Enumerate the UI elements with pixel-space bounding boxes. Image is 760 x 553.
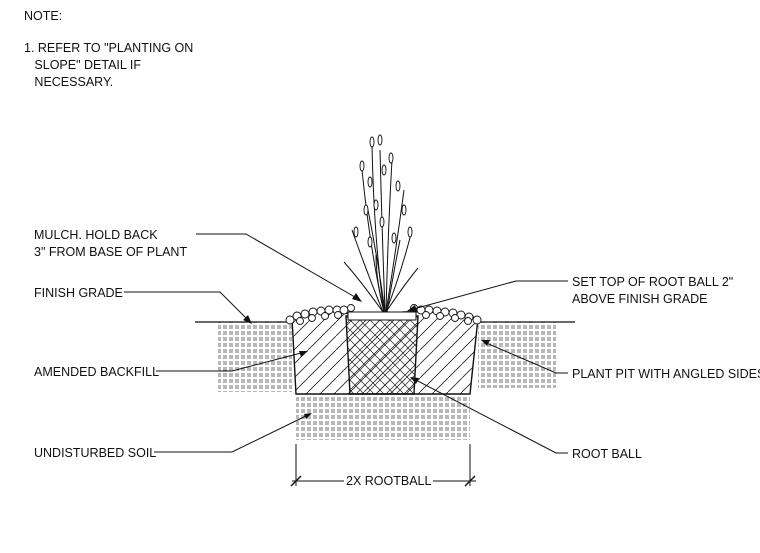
- leader-mulch: [196, 233, 361, 301]
- root-ball-top: [347, 311, 417, 321]
- leader-plant-pit: [483, 341, 568, 374]
- label-dimension: 2X ROOTBALL: [344, 473, 434, 490]
- mulch-layer: [285, 304, 482, 325]
- note-item-1: 1. REFER TO "PLANTING ON SLOPE" DETAIL I…: [24, 41, 194, 89]
- label-mulch: MULCH. HOLD BACK 3" FROM BASE OF PLANT: [34, 228, 188, 259]
- existing-soil-right: [478, 322, 556, 388]
- leader-lines: [124, 233, 568, 454]
- grass-plant: [343, 144, 419, 313]
- label-amended-backfill: AMENDED BACKFILL: [34, 365, 160, 379]
- leader-root-ball: [411, 377, 568, 454]
- leader-backfill: [156, 351, 306, 372]
- label-root-ball: ROOT BALL: [572, 447, 642, 461]
- root-ball-shape: [345, 315, 419, 395]
- grass-seed-heads: [353, 134, 413, 248]
- leader-set-top: [409, 280, 568, 311]
- undisturbed-soil-area: [296, 396, 470, 440]
- label-finish-grade: FINISH GRADE: [34, 286, 123, 300]
- leader-finish-grade: [124, 291, 251, 323]
- leader-arrowheads: [243, 293, 490, 419]
- label-plant-pit: PLANT PIT WITH ANGLED SIDES: [572, 367, 760, 381]
- existing-soil-left: [218, 322, 292, 392]
- leader-soil: [154, 413, 311, 453]
- note-title: NOTE:: [24, 9, 63, 23]
- label-undisturbed-soil: UNDISTURBED SOIL: [34, 446, 157, 460]
- label-set-top-root-ball: SET TOP OF ROOT BALL 2" ABOVE FINISH GRA…: [572, 275, 734, 306]
